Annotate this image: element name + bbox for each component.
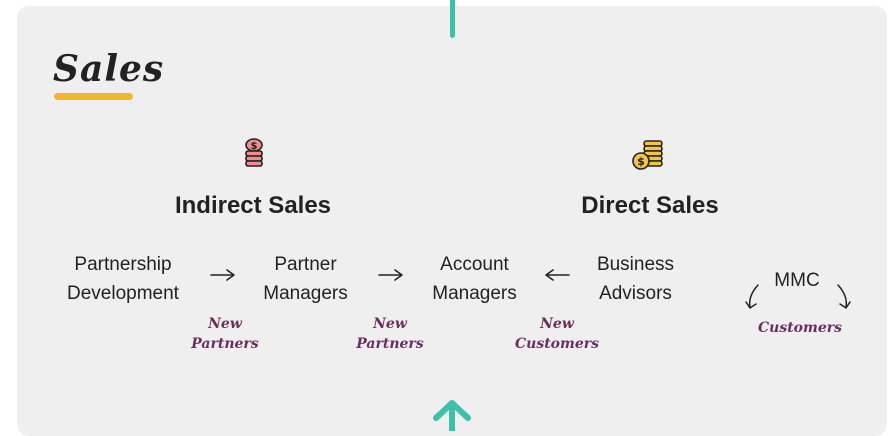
sales-panel — [17, 6, 887, 436]
node-line: Managers — [432, 283, 517, 304]
flow-label-new-partners: New Partners — [345, 314, 435, 354]
node-line: Advisors — [599, 283, 672, 304]
top-connector-line — [450, 0, 455, 38]
arrow-left-icon — [545, 269, 570, 281]
flow-label-line: Partners — [191, 336, 259, 352]
coin-stack-with-dollar-icon: $ — [632, 140, 663, 170]
arrow-up-icon — [433, 400, 471, 431]
flow-label-line: Customers — [515, 336, 599, 352]
curved-arrow-right-icon — [837, 284, 851, 309]
node-line: Managers — [263, 283, 348, 304]
node-account-managers: Account Managers — [417, 250, 532, 308]
node-partnership-development: Partnership Development — [48, 250, 198, 308]
node-mmc: MMC — [774, 270, 820, 291]
node-line: Development — [67, 283, 179, 304]
flow-label-line: Partners — [356, 336, 424, 352]
direct-sales-heading: Direct Sales — [581, 192, 719, 219]
flow-label-new-partners: New Partners — [180, 314, 270, 354]
flow-label-line: New — [208, 316, 242, 332]
node-partner-managers: Partner Managers — [248, 250, 363, 308]
flow-label-customers: Customers — [758, 320, 842, 336]
svg-text:$: $ — [251, 141, 258, 152]
indirect-sales-heading: Indirect Sales — [174, 192, 332, 219]
svg-text:$: $ — [637, 155, 645, 168]
flow-label-line: New — [373, 316, 407, 332]
section-title: Sales — [53, 48, 165, 90]
node-line: Business — [596, 254, 675, 275]
node-business-advisors: Business Advisors — [578, 250, 693, 308]
node-line: Partnership — [74, 254, 172, 275]
node-line: Partner — [274, 254, 337, 275]
single-coin-stack-icon: $ — [245, 138, 263, 167]
flow-label-new-customers: New Customers — [507, 314, 607, 354]
curved-arrow-left-icon — [745, 284, 759, 309]
node-line: Account — [440, 254, 509, 275]
title-underline — [54, 93, 133, 100]
arrow-right-icon — [378, 269, 403, 281]
arrow-right-icon — [210, 269, 235, 281]
flow-label-line: New — [540, 316, 574, 332]
